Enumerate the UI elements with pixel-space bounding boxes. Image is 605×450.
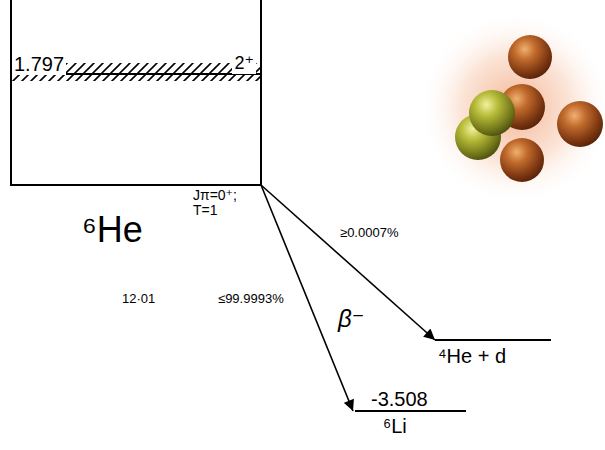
- decay-symbol: β⁻: [336, 306, 366, 332]
- energy-level: ⁴He + d: [435, 339, 551, 367]
- branching-ratio: ≥0.0007%: [338, 226, 400, 240]
- energy-value: 1.797: [12, 53, 66, 75]
- level-name: ⁶Li: [383, 415, 407, 437]
- spin-parity: 2⁺: [232, 54, 256, 74]
- proton-sphere: [469, 90, 515, 136]
- half-life: 12·01: [120, 292, 157, 306]
- neutron-sphere: [508, 35, 552, 79]
- level-name: ⁴He + d: [435, 341, 551, 367]
- energy-value: -3.508: [355, 388, 466, 410]
- level-box: ⁶HeJπ=0⁺; T=11.7972⁺: [10, 0, 262, 186]
- nucleus-name: ⁶He: [82, 210, 143, 250]
- spin-parity: Jπ=0⁺; T=1: [193, 188, 259, 218]
- hatched-level: 1.797 2⁺: [12, 55, 260, 91]
- neutron-sphere: [500, 138, 544, 182]
- branching-ratio: ≤99.9993%: [216, 292, 286, 306]
- glow: [418, 10, 605, 206]
- energy-level: -3.508⁶Li: [355, 388, 466, 412]
- decay-arrow: [261, 185, 435, 340]
- neutron-sphere: [557, 101, 603, 147]
